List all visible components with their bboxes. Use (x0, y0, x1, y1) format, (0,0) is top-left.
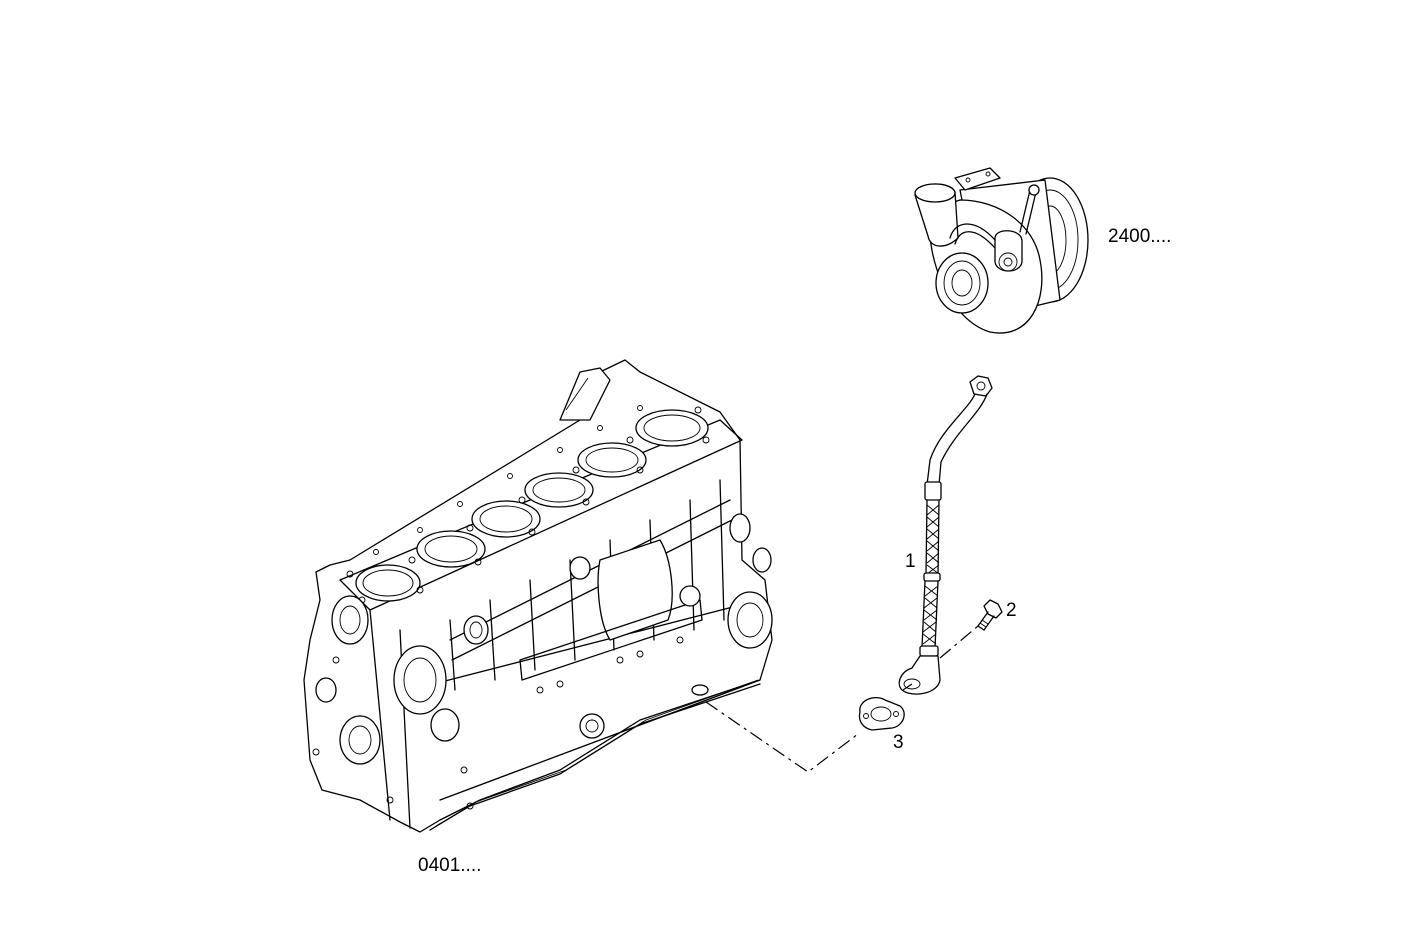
item-2-label: 2 (1006, 600, 1017, 621)
engine-block-reference-label: 0401.... (418, 855, 482, 876)
turbocharger-reference-label: 2400.... (1108, 226, 1172, 247)
bolt-drawing (977, 599, 1003, 631)
assembly-leader-lines (705, 625, 979, 773)
item-1-label: 1 (905, 551, 916, 572)
item-3-label: 3 (893, 732, 904, 753)
turbocharger-drawing (914, 167, 1089, 334)
oil-pipe-drawing (898, 375, 993, 695)
engine-block-drawing (303, 359, 773, 833)
gasket-drawing (858, 697, 905, 731)
